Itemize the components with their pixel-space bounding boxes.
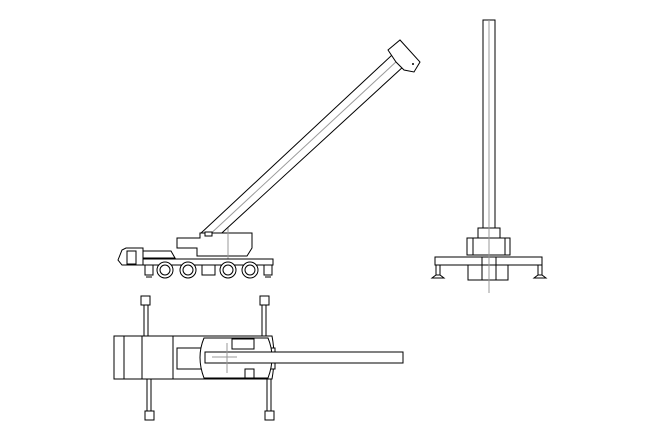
outrigger-pad — [430, 274, 446, 279]
crane-front-view — [430, 19, 548, 293]
crane-top-view — [113, 295, 404, 421]
boom-top — [204, 351, 404, 364]
superstructure-side — [176, 228, 253, 272]
outrigger-pad — [532, 274, 548, 279]
wheel — [219, 261, 237, 279]
wheel — [179, 261, 197, 279]
wheel — [241, 261, 259, 279]
cab — [117, 247, 176, 266]
outriggers-top — [140, 295, 275, 421]
wheels — [156, 261, 259, 279]
wheel — [156, 261, 174, 279]
crane-side-view — [117, 39, 421, 279]
boom-side — [199, 39, 421, 243]
chassis — [142, 258, 274, 278]
